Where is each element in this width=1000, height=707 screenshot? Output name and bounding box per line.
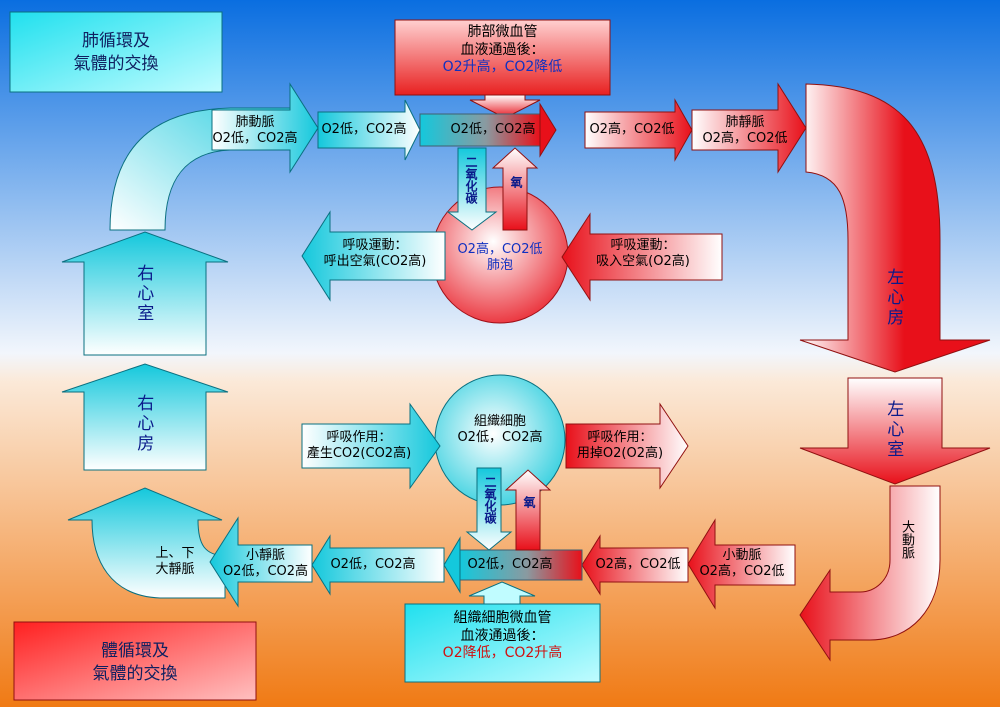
tissue-cell-name: 組織細胞: [473, 414, 526, 429]
tissue-capillary-box: 組織細胞微血管 血液通過後： O2降低，CO2升高: [405, 610, 600, 663]
pulmonary-artery-label: 肺動脈 O2低，CO2高: [205, 115, 305, 148]
arteriole-gas: O2高，CO2低: [699, 564, 785, 580]
co2-label-bottom: 二氧化碳: [483, 476, 497, 524]
venule-label: 小靜脈 O2低，CO2高: [218, 548, 313, 581]
resp-use-line1: 呼吸作用：: [587, 430, 653, 445]
title-pulmonary-line1: 肺循環及: [82, 31, 150, 51]
title-pulmonary: 肺循環及 氣體的交換: [10, 30, 222, 76]
arteriole-name: 小動脈: [722, 548, 762, 563]
inhale-line1: 呼吸運動：: [610, 238, 676, 253]
flow-pulm-c: O2高，CO2低: [589, 122, 675, 137]
resp-use-line2: 用掉O2(O2高): [576, 446, 664, 462]
vena-cava-line1: 上、下: [155, 546, 195, 561]
venule-gas: O2低，CO2高: [222, 564, 309, 580]
flow-pulm-a: O2低，CO2高: [321, 122, 407, 137]
inhale-line2: 吸入空氣(O2高): [596, 254, 690, 270]
resp-use-label: 呼吸作用： 用掉O2(O2高): [565, 430, 675, 463]
pulmonary-capillary-line2: 血液通過後：: [460, 41, 545, 58]
pulmonary-capillary-line1: 肺部微血管: [467, 24, 538, 40]
pulmonary-vein-label: 肺靜脈 O2高，CO2低: [695, 115, 795, 148]
o2-label-bottom: 氧: [522, 496, 536, 508]
exhale-line2: 呼出空氣(CO2高): [323, 254, 427, 270]
resp-produce-line2: 產生CO2(CO2高): [306, 446, 412, 462]
left-atrium-label: 左心房: [883, 268, 904, 328]
inhale-label: 呼吸運動： 吸入空氣(O2高): [578, 238, 708, 271]
tissue-capillary-result: O2降低，CO2升高: [442, 645, 563, 661]
exhale-line1: 呼吸運動：: [342, 238, 408, 253]
flow-pulm-b: O2低，CO2高: [450, 122, 536, 137]
left-ventricle-label: 左心室: [883, 400, 904, 460]
title-systemic-line2: 氣體的交換: [92, 663, 178, 684]
right-atrium-label: 右心房: [133, 394, 154, 454]
title-pulmonary-line2: 氣體的交換: [73, 53, 159, 74]
tissue-capillary-line2: 血液通過後：: [460, 627, 545, 644]
pulmonary-vein-name: 肺靜脈: [725, 115, 765, 130]
pulmonary-capillary-result: O2升高，CO2降低: [442, 59, 563, 75]
exhale-label: 呼吸運動： 呼出空氣(CO2高): [310, 238, 440, 271]
aorta-label: 大動脈: [899, 520, 914, 559]
vena-cava-line2: 大靜脈: [155, 562, 195, 578]
flow-sys-b: O2低，CO2高: [467, 557, 553, 572]
flow-sys-c: O2高，CO2低: [595, 557, 681, 572]
venule-name: 小靜脈: [245, 548, 285, 563]
pulmonary-artery-gas: O2低，CO2高: [212, 131, 298, 147]
tissue-cell-gas: O2低，CO2高: [457, 430, 543, 446]
vena-cava-label: 上、下 大靜脈: [140, 546, 210, 579]
tissue-cell-label: 組織細胞 O2低，CO2高: [440, 414, 560, 447]
flow-sys-a: O2低，CO2高: [330, 557, 416, 572]
pulmonary-vein-gas: O2高，CO2低: [702, 131, 788, 147]
pulmonary-capillary-box: 肺部微血管 血液通過後： O2升高，CO2降低: [395, 24, 610, 77]
alveolus-label: O2高，CO2低 肺泡: [440, 242, 560, 275]
tissue-capillary-line1: 組織細胞微血管: [453, 610, 552, 626]
alveolus-gas: O2高，CO2低: [457, 242, 543, 257]
resp-produce-label: 呼吸作用： 產生CO2(CO2高): [304, 430, 414, 463]
right-ventricle-label: 右心室: [133, 264, 154, 324]
title-systemic-line1: 體循環及: [101, 641, 169, 661]
alveolus-name: 肺泡: [486, 258, 513, 274]
pulmonary-artery-name: 肺動脈: [235, 115, 275, 130]
co2-label-top: 二氧化碳: [464, 156, 478, 204]
title-systemic: 體循環及 氣體的交換: [14, 640, 256, 686]
resp-produce-line1: 呼吸作用：: [326, 430, 392, 445]
arteriole-label: 小動脈 O2高，CO2低: [692, 548, 792, 581]
o2-label-top: 氧: [509, 176, 523, 188]
